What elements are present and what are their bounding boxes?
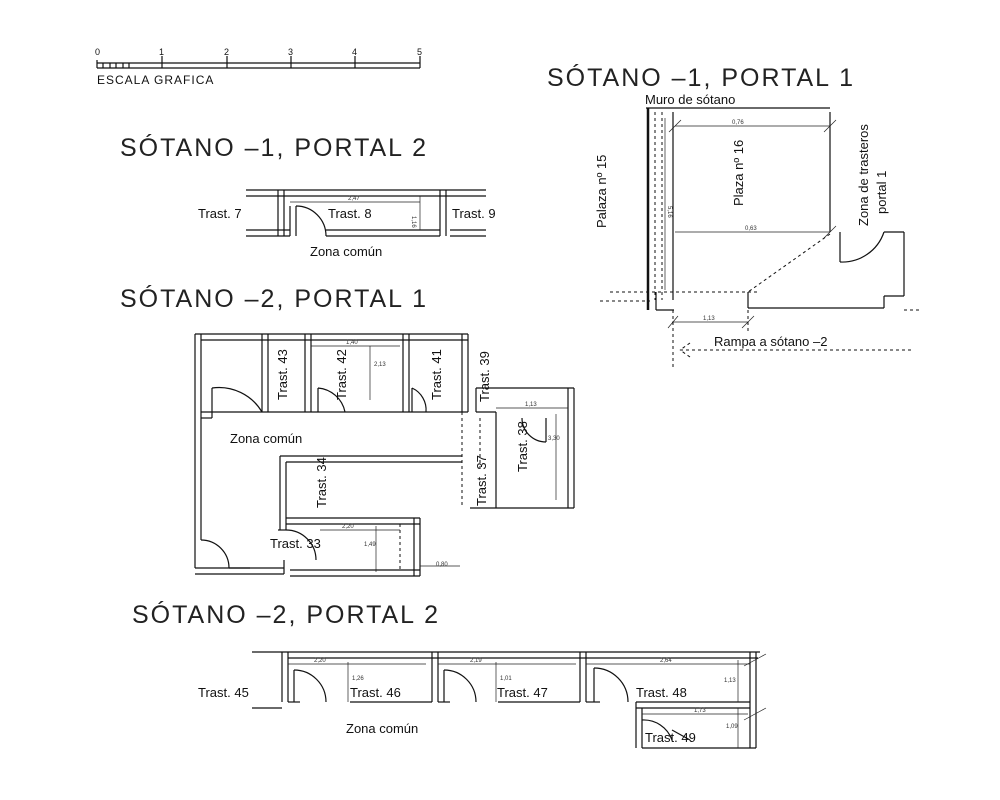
dim-2-64: 2,64 (660, 658, 672, 664)
dim-3-30: 3,30 (548, 436, 560, 442)
scale-label: ESCALA GRAFICA (97, 73, 214, 87)
dim-1-73: 1,73 (694, 708, 706, 714)
dim-1-01: 1,01 (500, 676, 512, 682)
label-trast-7: Trast. 7 (198, 206, 242, 221)
dim-1-26: 1,26 (352, 676, 364, 682)
label-zona-comun-s2p2: Zona común (346, 721, 418, 736)
dim-1-13-b: 1,13 (525, 402, 537, 408)
scale-tick-5: 5 (417, 47, 422, 57)
label-zona-comun-s2p1: Zona común (230, 431, 302, 446)
dim-1-13-c: 1,13 (724, 678, 736, 684)
label-trast-47: Trast. 47 (497, 685, 548, 700)
dim-1-16: 1,16 (410, 216, 416, 228)
label-trast-41: Trast. 41 (429, 349, 444, 400)
label-plaza-15: Palaza nº 15 (594, 155, 609, 228)
title-sotano-1-portal-2: SÓTANO –1, PORTAL 2 (120, 133, 428, 162)
label-trast-43: Trast. 43 (275, 349, 290, 400)
dim-0-80: 0,80 (436, 562, 448, 568)
label-trast-9: Trast. 9 (452, 206, 496, 221)
label-portal-1: portal 1 (874, 171, 889, 214)
label-trast-34: Trast. 34 (314, 457, 329, 508)
label-trast-37: Trast. 37 (474, 455, 489, 506)
label-trast-39: Trast. 39 (477, 351, 492, 402)
label-trast-46: Trast. 46 (350, 685, 401, 700)
dim-1-40: 1,40 (346, 340, 358, 346)
dim-0-63: 0,63 (745, 226, 757, 232)
scale-tick-1: 1 (159, 47, 164, 57)
scale-tick-3: 3 (288, 47, 293, 57)
dim-1-13: 1,13 (703, 316, 715, 322)
label-trast-33: Trast. 33 (270, 536, 321, 551)
graphic-scale: 0 1 2 3 4 5 ESCALA GRAFICA (95, 47, 422, 87)
dim-2-47: 2,47 (348, 196, 360, 202)
label-trast-48: Trast. 48 (636, 685, 687, 700)
scale-tick-4: 4 (352, 47, 357, 57)
dim-2-20-b: 2,20 (314, 658, 326, 664)
scale-tick-0: 0 (95, 47, 100, 57)
label-trast-49: Trast. 49 (645, 730, 696, 745)
dim-0-76: 0,76 (732, 120, 744, 126)
dim-1-49: 1,49 (364, 542, 376, 548)
label-zona-trasteros: Zona de trasteros (856, 124, 871, 226)
label-rampa: Rampa a sótano –2 (714, 334, 827, 349)
dim-5-16: 5,16 (666, 206, 672, 218)
title-sotano-1-portal-1: SÓTANO –1, PORTAL 1 (547, 63, 855, 92)
plan-sotano-2-portal-2: SÓTANO –2, PORTAL 2 2,20 1,26 (132, 600, 767, 749)
label-trast-8: Trast. 8 (328, 206, 372, 221)
scale-tick-2: 2 (224, 47, 229, 57)
plan-sotano-1-portal-2: SÓTANO –1, PORTAL 2 2,47 1,16 Trast. 7 T… (120, 133, 496, 259)
label-zona-comun-s1p2: Zona común (310, 244, 382, 259)
title-sotano-2-portal-1: SÓTANO –2, PORTAL 1 (120, 284, 428, 313)
plan-sotano-1-portal-1: SÓTANO –1, PORTAL 1 Muro de sótano 0,76 … (547, 63, 920, 368)
dim-2-19: 2,19 (470, 658, 482, 664)
plan-sotano-2-portal-1: SÓTANO –2, PORTAL 1 1,40 2,13 Trast. 43 … (120, 284, 575, 577)
label-muro-sotano: Muro de sótano (645, 92, 735, 107)
title-sotano-2-portal-2: SÓTANO –2, PORTAL 2 (132, 600, 440, 629)
label-plaza-16: Plaza nº 16 (731, 140, 746, 206)
dim-2-20: 2,20 (342, 524, 354, 530)
label-trast-42: Trast. 42 (334, 349, 349, 400)
dim-2-13: 2,13 (374, 362, 386, 368)
label-trast-38: Trast. 38 (515, 421, 530, 472)
dim-1-09: 1,09 (726, 724, 738, 730)
label-trast-45: Trast. 45 (198, 685, 249, 700)
